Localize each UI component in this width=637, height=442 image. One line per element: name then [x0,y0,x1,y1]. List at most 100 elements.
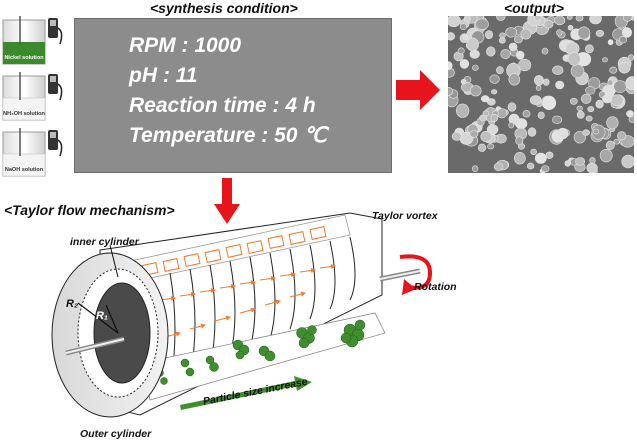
sem-particle [607,79,614,86]
sem-particle [534,75,544,86]
sem-particle [448,16,461,27]
sem-particle [593,128,600,135]
sem-particle [625,76,634,90]
sem-particle [606,116,619,130]
sem-particle [543,20,554,29]
sem-particle [518,58,532,72]
condition-rpm: RPM : 1000 [129,34,242,57]
taylor-header: <Taylor flow mechanism> [4,202,175,218]
rotation-arrow-icon [399,254,433,290]
synthesis-condition-box: RPM : 1000 pH : 11 Reaction time : 4 h T… [74,18,392,173]
sem-particle [595,29,605,37]
sem-particle [460,78,467,85]
sem-particle [552,115,563,125]
sem-particle [552,65,564,75]
sem-particle [475,18,489,30]
sem-particle [581,93,592,104]
sem-particle [618,61,631,74]
sem-particle [529,95,542,105]
sem-particle [457,47,465,55]
sem-particle [534,16,542,22]
sem-particle [514,35,523,44]
sem-particle [508,122,515,129]
sem-particle [515,50,525,60]
sem-particle [537,111,545,120]
particle-size-arrow [180,376,312,410]
sem-particle [582,129,590,136]
condition-reaction-time: Reaction time : 4 h [129,94,316,117]
sem-particle [508,73,521,86]
sem-particle [490,89,498,95]
sem-particle [585,86,596,95]
sem-particle [489,74,500,84]
sem-particle [448,32,455,41]
sem-particle [459,23,467,30]
sem-particle [554,16,566,26]
sem-particle [534,152,547,164]
sem-particle [513,152,526,165]
condition-ph: pH : 11 [129,64,198,87]
sem-particle [586,162,598,173]
sem-particle [496,66,504,75]
sem-particle [613,80,627,93]
sem-particle [469,85,482,97]
sem-particle [556,127,569,140]
sem-particle [575,157,586,166]
sem-particle [555,80,565,90]
sem-particle [496,16,506,21]
condition-temperature: Temperature : 50 ℃ [129,124,327,147]
beaker-3-label: NaOH solution [4,167,44,173]
sem-particle [613,138,620,145]
output-header: <output> [504,0,564,16]
sem-particle [617,131,627,141]
sem-particle [486,46,496,57]
sem-particle [486,124,499,135]
arrow-down-icon [214,178,240,224]
sem-particle [576,110,585,119]
sem-particle [469,49,480,59]
sem-particle [609,66,618,74]
beaker-3 [2,128,63,177]
sem-particle [622,27,633,38]
beaker-2 [2,72,63,121]
sem-particle [584,44,594,54]
label-rotation: Rotation [414,281,457,293]
sem-particle [618,36,628,44]
sem-particle [605,140,615,151]
sem-particle [589,157,596,164]
sem-particle [480,131,493,143]
taylor-mechanism-diagram [51,212,433,418]
sem-particle [508,42,518,51]
label-taylor-vortex: Taylor vortex [372,210,438,222]
sem-particle [575,16,584,22]
sem-particle [577,26,591,40]
sem-particle [451,132,462,141]
beaker-1 [2,16,63,65]
sem-particle [515,136,524,145]
sem-particle [610,94,624,107]
sem-particle [595,99,604,109]
beakers-illustration [2,16,63,177]
sem-particle [585,115,593,122]
sem-particle [466,37,479,52]
sem-particle [626,110,634,118]
sem-particle [589,16,602,25]
sem-particle [566,16,573,20]
sem-particle [522,109,531,118]
sem-particle [456,103,470,118]
sem-output-image [448,16,634,173]
sem-particle [490,113,499,123]
sem-particle [507,102,517,112]
label-inner-cylinder: inner cylinder [70,236,139,248]
sem-particle [602,94,613,104]
sem-particle [493,162,504,171]
sem-particle [480,95,490,103]
sem-particle [542,95,557,110]
sem-particle [526,162,535,170]
sem-particle [479,114,488,122]
sem-particle [541,47,549,55]
sem-particle [469,130,479,138]
sem-particle [564,160,571,167]
sem-particle [499,32,506,39]
label-r2: R₂ [66,298,79,310]
